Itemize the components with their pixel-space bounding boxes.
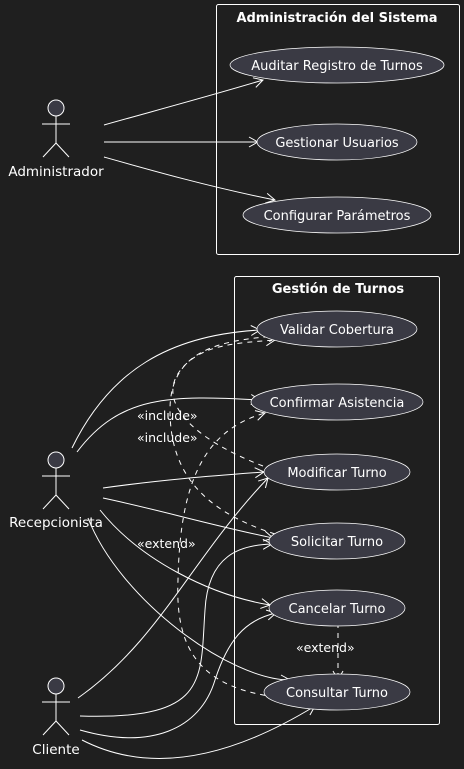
use-case-modificar-turno[interactable]: Modificar Turno <box>263 453 411 491</box>
package-administracion: Administración del Sistema <box>216 4 460 255</box>
package-title-gestion-turnos: Gestión de Turnos <box>272 282 405 297</box>
stereotype-extend-2: «extend» <box>296 640 355 655</box>
associations <box>71 77 316 759</box>
package-gestion-turnos: Gestión de Turnos <box>234 276 440 725</box>
actor-label: Cliente <box>32 742 79 758</box>
assoc-cliente-modificar <box>77 477 269 699</box>
use-case-label: Validar Cobertura <box>280 323 394 338</box>
use-case-label: Consultar Turno <box>286 686 388 701</box>
use-case-validar-cobertura[interactable]: Validar Cobertura <box>256 310 418 348</box>
use-case-label: Cancelar Turno <box>289 602 386 617</box>
dependencies <box>169 331 344 699</box>
assoc-administrador-configurar <box>103 156 277 204</box>
dep-solicitar-validar <box>169 331 280 535</box>
stick-figure-icon <box>42 451 70 510</box>
actor-label: Recepcionista <box>9 515 103 531</box>
use-case-cancelar-turno[interactable]: Cancelar Turno <box>268 589 406 627</box>
assoc-recepcionista-consultar <box>87 517 292 686</box>
use-case-gestionar-usuarios[interactable]: Gestionar Usuarios <box>256 123 418 161</box>
use-case-label: Confirmar Asistencia <box>270 396 405 411</box>
use-case-auditar-registro-de-turnos[interactable]: Auditar Registro de Turnos <box>229 46 445 84</box>
assoc-recepcionista-confirmar <box>76 394 262 453</box>
use-case-label: Solicitar Turno <box>291 535 383 550</box>
use-case-label: Gestionar Usuarios <box>275 136 399 151</box>
assoc-administrador-auditar <box>103 77 264 126</box>
actor-recepcionista[interactable]: Recepcionista <box>9 451 103 531</box>
assoc-cliente-consultar <box>81 705 316 759</box>
assoc-recepcionista-validar <box>71 325 262 449</box>
stick-figure-icon <box>42 677 70 736</box>
stereotype-labels: «include» «include» «extend» «extend» <box>137 408 355 655</box>
assoc-recepcionista-modificar <box>102 467 266 489</box>
stereotype-extend-1: «extend» <box>137 536 196 551</box>
dep-modificar-validar <box>172 335 277 467</box>
use-case-label: Auditar Registro de Turnos <box>251 59 423 74</box>
use-case-consultar-turno[interactable]: Consultar Turno <box>263 673 411 711</box>
assoc-cliente-cancelar <box>79 609 278 739</box>
assoc-cliente-solicitar <box>79 538 274 717</box>
use-case-label: Configurar Parámetros <box>264 209 411 224</box>
stick-figure-icon <box>42 99 70 158</box>
actor-administrador[interactable]: Administrador <box>8 99 104 180</box>
use-case-label: Modificar Turno <box>287 466 386 481</box>
dep-consultar-confirmar <box>177 410 286 699</box>
assoc-recepcionista-cancelar <box>99 509 272 609</box>
package-title-administracion: Administración del Sistema <box>236 11 437 26</box>
assoc-recepcionista-solicitar <box>102 497 275 542</box>
actor-label: Administrador <box>8 164 104 180</box>
stereotype-include-1: «include» <box>137 408 198 423</box>
stereotype-include-2: «include» <box>137 430 198 445</box>
use-case-confirmar-asistencia[interactable]: Confirmar Asistencia <box>250 383 424 421</box>
actor-cliente[interactable]: Cliente <box>32 677 80 758</box>
use-case-solicitar-turno[interactable]: Solicitar Turno <box>268 522 406 560</box>
use-case-configurar-parametros[interactable]: Configurar Parámetros <box>242 196 432 234</box>
